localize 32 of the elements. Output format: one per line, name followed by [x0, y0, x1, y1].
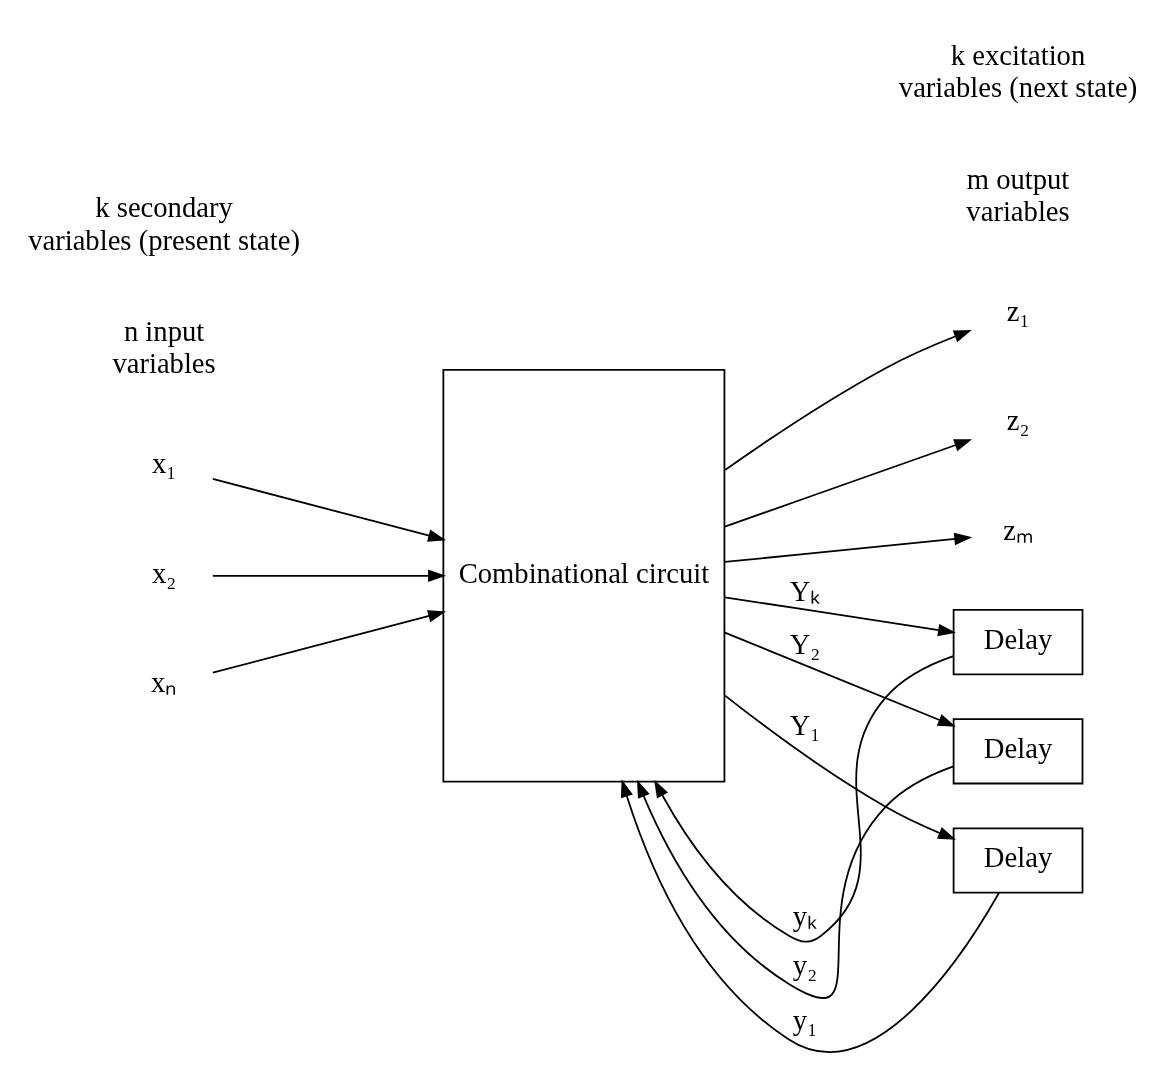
- node-box: Delay: [952, 608, 1084, 676]
- edge-label: Y₁: [789, 708, 821, 741]
- edge-label: y₁: [792, 1004, 818, 1037]
- node-text: x₁: [151, 447, 177, 480]
- node-box: Delay: [952, 718, 1084, 785]
- edge-label: Yₖ: [789, 574, 821, 607]
- arrow: [724, 694, 956, 840]
- arrow: [724, 532, 973, 563]
- arrow: [637, 765, 955, 1000]
- edge-label: y₂: [792, 948, 818, 981]
- arrow: [724, 439, 973, 528]
- label: k secondary variables (present state): [28, 191, 300, 256]
- arrow: [211, 610, 446, 674]
- arrow: [620, 779, 1000, 1053]
- arrow: [724, 330, 972, 471]
- node-text: x₂: [151, 556, 177, 589]
- arrow: [724, 631, 956, 727]
- node-text: xₙ: [150, 665, 178, 698]
- arrow: [211, 478, 446, 542]
- node-text: z₂: [1006, 404, 1030, 437]
- arrow: [724, 596, 956, 637]
- label: k excitation variables (next state): [898, 39, 1138, 104]
- arrow: [654, 655, 955, 943]
- label: m output variables: [966, 162, 1070, 227]
- edge-label: yₖ: [792, 900, 818, 933]
- node-text: zₘ: [1003, 513, 1033, 546]
- node-text: z₁: [1006, 295, 1030, 328]
- label: n input variables: [112, 314, 216, 380]
- edge-label: Y₂: [789, 628, 821, 661]
- arrow: [211, 569, 447, 583]
- node-box: Combinational circuit: [442, 369, 726, 783]
- node-box: Delay: [952, 827, 1084, 894]
